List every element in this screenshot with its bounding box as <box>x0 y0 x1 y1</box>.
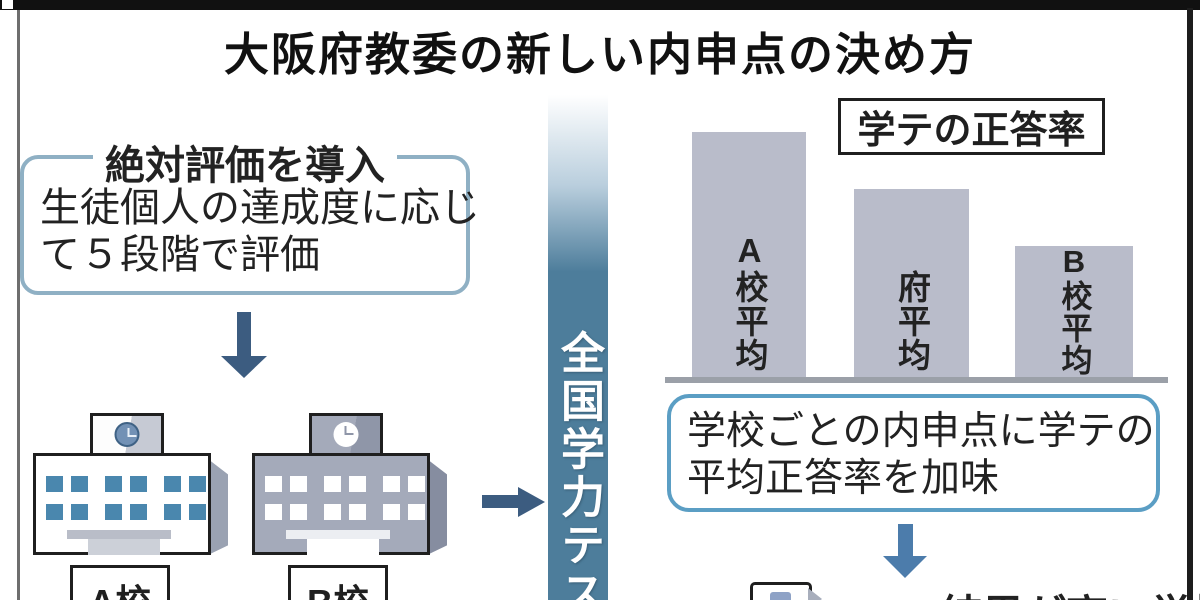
right-arrow-icon <box>482 495 520 508</box>
national-test-label: 全国学力テスト <box>554 330 603 600</box>
school-a-facade <box>33 453 211 555</box>
absolute-evaluation-box: 絶対評価を導入 生徒個人の達成度に応じ て５段階で評価 <box>20 133 480 295</box>
entrance-awning <box>67 530 171 539</box>
absolute-evaluation-text: 生徒個人の達成度に応じ て５段階で評価 <box>40 185 480 279</box>
entrance-door <box>307 539 379 555</box>
right-arrow-head-icon <box>518 487 545 517</box>
result-label: 結果が高い学校 <box>940 582 1200 600</box>
window-row <box>255 504 427 520</box>
intro-line-2: て５段階で評価 <box>40 233 320 277</box>
chart-title-box: 学テの正答率 <box>838 98 1105 155</box>
school-a-clock-tower <box>90 413 164 457</box>
clock-icon <box>114 422 140 447</box>
national-test-band: 全国学力テスト <box>548 95 608 600</box>
note-line-2: 平均正答率を加味 <box>687 457 1000 500</box>
window-row <box>255 476 427 492</box>
report-card-icon <box>750 582 822 600</box>
chart-bar-label: A校平均 <box>731 232 768 372</box>
school-b-side-wall <box>427 459 447 555</box>
school-b-clock-tower <box>309 413 383 457</box>
left-edge-line <box>17 10 20 600</box>
window-row <box>36 476 208 492</box>
down-arrow-icon <box>898 524 913 558</box>
chart-bar-prefecture: 府平均 <box>854 189 969 380</box>
right-edge-line <box>1187 8 1193 600</box>
school-a-building-icon <box>33 413 229 555</box>
top-bar-notch <box>2 0 13 9</box>
school-a-label: A校 <box>70 565 170 600</box>
school-b-building-icon <box>252 413 448 555</box>
chart-bar-school-a: A校平均 <box>692 132 806 380</box>
entrance-door <box>88 539 160 555</box>
report-card-fold <box>808 588 822 600</box>
page-title: 大阪府教委の新しい内申点の決め方 <box>223 29 976 80</box>
weighting-note-box: 学校ごとの内申点に学テの 平均正答率を加味 <box>667 394 1160 512</box>
clock-icon <box>333 422 359 447</box>
intro-line-1: 生徒個人の達成度に応じ <box>40 186 480 230</box>
chart-bar-label: 府平均 <box>893 270 931 372</box>
school-b-label: B校 <box>288 565 388 600</box>
top-border-bar <box>0 0 1200 10</box>
note-line-1: 学校ごとの内申点に学テの <box>687 410 1155 453</box>
absolute-evaluation-heading: 絶対評価を導入 <box>93 133 397 191</box>
down-arrow-head-icon <box>883 556 927 578</box>
entrance-awning <box>286 530 390 539</box>
down-arrow-icon <box>237 312 251 358</box>
report-card-stamp <box>770 592 791 600</box>
chart-baseline <box>665 377 1168 383</box>
chart-bar-school-b: B校平均 <box>1015 244 1133 380</box>
weighting-note-text: 学校ごとの内申点に学テの 平均正答率を加味 <box>687 408 1155 502</box>
chart-bar-label: B校平均 <box>1056 244 1092 376</box>
school-b-facade <box>252 453 430 555</box>
school-a-side-wall <box>208 459 228 555</box>
window-row <box>36 504 208 520</box>
down-arrow-head-icon <box>221 356 267 378</box>
